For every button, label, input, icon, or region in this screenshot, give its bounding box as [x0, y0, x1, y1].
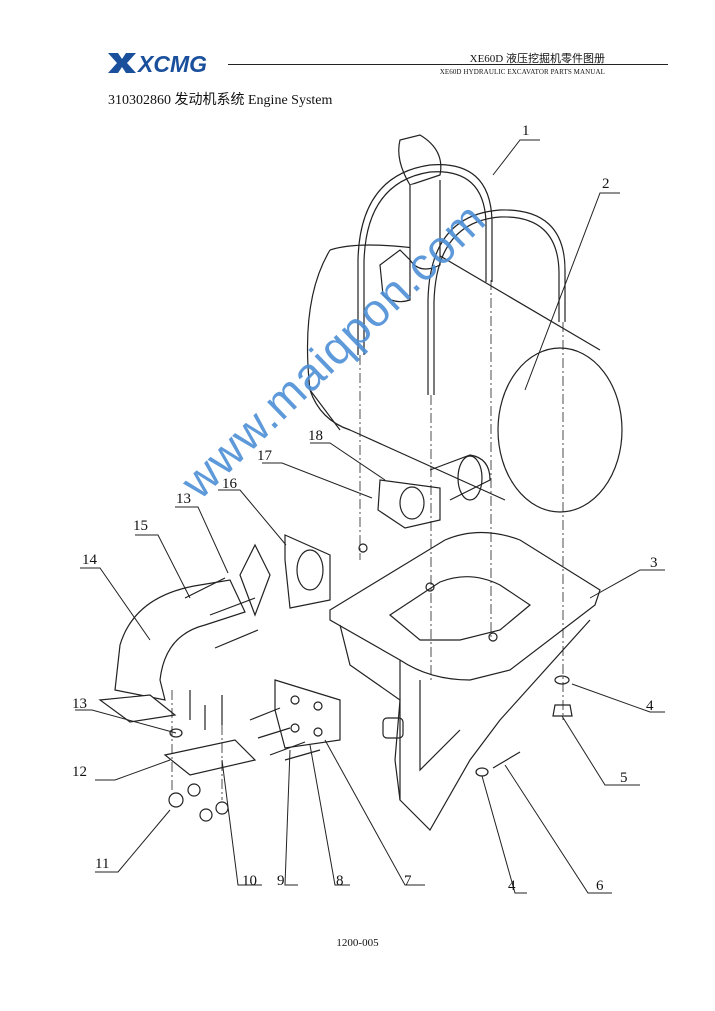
callout-7: 7 [404, 873, 412, 889]
callout-1: 1 [522, 123, 530, 139]
muffler-drawing [306, 134, 623, 513]
callout-5: 5 [620, 770, 628, 786]
manual-subtitle: XE60D HYDRAULIC EXCAVATOR PARTS MANUAL [439, 68, 605, 76]
callout-17: 17 [257, 448, 273, 464]
xcmg-logo: XCMG [108, 51, 207, 76]
mounting-plate-drawing [163, 679, 341, 776]
callout-4: 4 [646, 698, 654, 714]
callout-labels: 1 2 3 4 5 4 6 7 8 9 10 11 12 13 14 15 13… [72, 123, 658, 894]
u-clamp-2 [427, 209, 566, 395]
callout-4b: 4 [508, 878, 516, 894]
manual-title: XE60D 液压挖掘机零件图册 [469, 53, 605, 65]
callout-15: 15 [133, 518, 148, 534]
callout-18: 18 [308, 428, 323, 444]
callout-3: 3 [650, 555, 658, 571]
section-title: 310302860 发动机系统 Engine System [108, 93, 333, 108]
callout-13b: 13 [176, 491, 191, 507]
callout-16: 16 [222, 476, 238, 492]
callout-12: 12 [72, 764, 87, 780]
callout-6: 6 [596, 878, 604, 894]
header-rule [228, 64, 668, 65]
callout-11: 11 [95, 856, 109, 872]
exhaust-elbow-drawing [98, 543, 271, 723]
leader-lines [75, 139, 665, 894]
u-clamp-1 [357, 164, 493, 355]
hardware-drawing [168, 543, 573, 822]
flange-gasket-drawing [284, 479, 441, 609]
callout-13: 13 [72, 696, 87, 712]
callout-14: 14 [82, 552, 98, 568]
callout-9: 9 [277, 873, 285, 889]
callout-10: 10 [242, 873, 257, 889]
logo-text: XCMG [136, 51, 207, 76]
page-number: 1200-005 [336, 937, 379, 949]
mounting-bracket-drawing [329, 531, 601, 831]
callout-8: 8 [336, 873, 344, 889]
callout-2: 2 [602, 176, 610, 192]
